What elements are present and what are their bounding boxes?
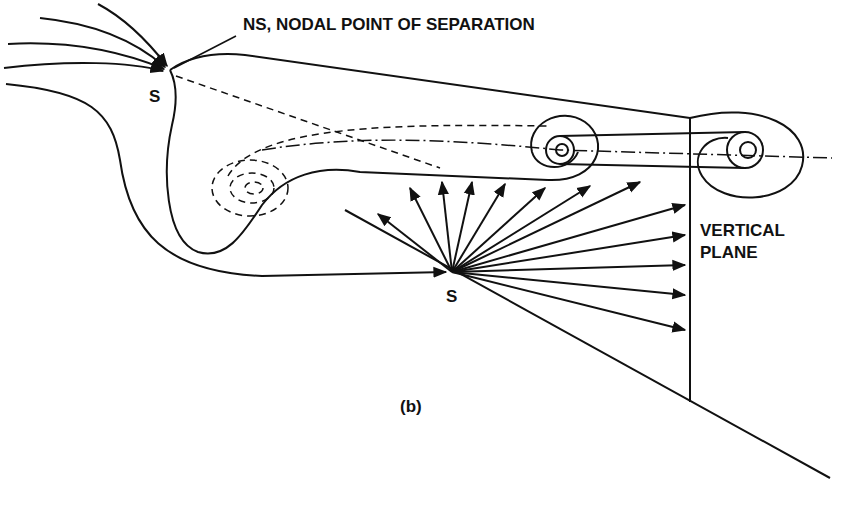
plane-label: VERTICAL PLANE — [700, 220, 800, 264]
point-label: NS, NODAL POINT OF SEPARATION — [243, 14, 535, 36]
saddle-label: S — [446, 286, 457, 308]
saddle-label: S — [149, 86, 160, 108]
figure-caption: (b) — [400, 396, 422, 418]
